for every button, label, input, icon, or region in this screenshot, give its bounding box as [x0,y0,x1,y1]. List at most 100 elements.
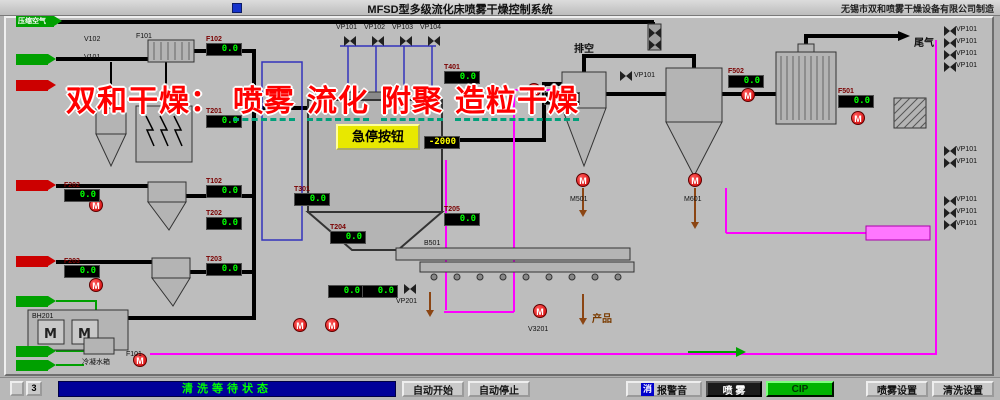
equipment-tag: V102 [84,36,101,43]
equipment-tag: VP101 [956,146,978,153]
equipment-tag: VP101 [956,50,978,57]
valve-icon[interactable] [944,38,956,48]
auto-start-button[interactable]: 自动开始 [402,381,464,397]
value-display: 0.0 [328,285,364,298]
flow-arrow [16,256,56,267]
motor-indicator[interactable]: M [293,318,307,332]
flow-arrow [16,360,56,371]
equipment-tag: VP101 [956,26,978,33]
mute-alarm-button-label: 报警音 [657,385,687,397]
equipment-tag: F101 [126,351,142,358]
motor-indicator[interactable]: M [89,278,103,292]
equipment-tag: B501 [424,240,441,247]
toolbar: 3 清洗等待状态 自动开始 自动停止 消报警音 喷 雾 CIP 喷雾设置 清洗设置 [0,377,1000,400]
window-title: MFSD型多级流化床喷雾干燥控制系统 [367,4,553,16]
equipment-tag: VP201 [396,298,418,305]
page-blank-button[interactable] [10,381,24,396]
valve-icon[interactable] [944,146,956,156]
equipment-tag: VP101 [956,220,978,227]
valve-icon[interactable] [944,196,956,206]
spray-settings-button[interactable]: 喷雾设置 [866,381,928,397]
motor-indicator[interactable]: M [527,83,541,97]
motor-indicator[interactable]: M [325,318,339,332]
valve-icon[interactable] [649,28,661,38]
spray-settings-button-label: 喷雾设置 [877,385,917,397]
emergency-stop-button[interactable]: 急停按钮 [336,124,420,150]
flow-arrow [16,296,56,307]
equipment-tag: V3201 [528,326,549,333]
equipment-tag: VP104 [420,24,442,31]
valve-icon[interactable] [620,71,632,81]
equipment-tag: M501 [570,196,588,203]
value-display: 0.0 [544,92,580,105]
auto-stop-button[interactable]: 自动停止 [468,381,530,397]
flow-arrow: 压缩空气 [16,16,62,27]
wash-settings-button[interactable]: 清洗设置 [932,381,994,397]
equipment-tag: BH201 [32,313,54,320]
spray-button-label: 喷 雾 [722,385,746,397]
valve-icon[interactable] [944,62,956,72]
manufacturer-label: 无锡市双和喷雾干燥设备有限公司制造 [840,4,994,14]
flow-arrow [16,346,56,357]
equipment-tag: 产品 [592,314,612,325]
equipment-tag: 排空 [574,44,594,55]
spray-button[interactable]: 喷 雾 [706,381,762,397]
valve-icon[interactable] [944,158,956,168]
valve-icon[interactable] [404,284,416,294]
motor-indicator[interactable]: M [688,173,702,187]
valve-icon[interactable] [372,36,384,46]
valve-icon[interactable] [944,26,956,36]
svg-text:M: M [44,327,57,342]
equipment-tag: VP101 [956,62,978,69]
equipment-tag: VP101 [956,38,978,45]
motor-indicator[interactable]: M [133,353,147,367]
equipment-tag: V101 [84,54,101,61]
valve-icon[interactable] [344,36,356,46]
title-icon [232,3,242,13]
title-bar: MFSD型多级流化床喷雾干燥控制系统 无锡市双和喷雾干燥设备有限公司制造 [0,0,1000,16]
valve-icon[interactable] [400,36,412,46]
motor-indicator[interactable]: M [851,111,865,125]
equipment-tag: VP101 [956,208,978,215]
equipment-tag: 冷凝水箱 [82,359,110,366]
valve-icon[interactable] [944,50,956,60]
equipment-tag: VP102 [364,24,386,31]
svg-text:M: M [78,327,91,342]
page-number-button[interactable]: 3 [26,381,42,396]
flow-arrow [16,180,56,191]
valve-icon[interactable] [428,36,440,46]
valve-icon[interactable] [944,220,956,230]
valve-icon[interactable] [944,208,956,218]
valve-icon[interactable] [649,40,661,50]
cip-button-label: CIP [791,383,809,395]
value-display: -2000 [424,136,460,149]
motor-indicator[interactable]: M [576,173,590,187]
cip-button[interactable]: CIP [766,381,834,397]
mute-alarm-button[interactable]: 消报警音 [626,381,702,397]
equipment-tag: VP103 [392,24,414,31]
motor-indicator[interactable]: M [533,304,547,318]
wash-settings-button-label: 清洗设置 [943,385,983,397]
flow-arrow [16,54,56,65]
auto-stop-button-label: 自动停止 [479,385,519,397]
status-bar: 清洗等待状态 [58,381,396,397]
equipment-tag: VP101 [956,196,978,203]
motor-indicator[interactable]: M [741,88,755,102]
value-display: 0.0 [362,285,398,298]
equipment-tag: F101 [136,33,152,40]
